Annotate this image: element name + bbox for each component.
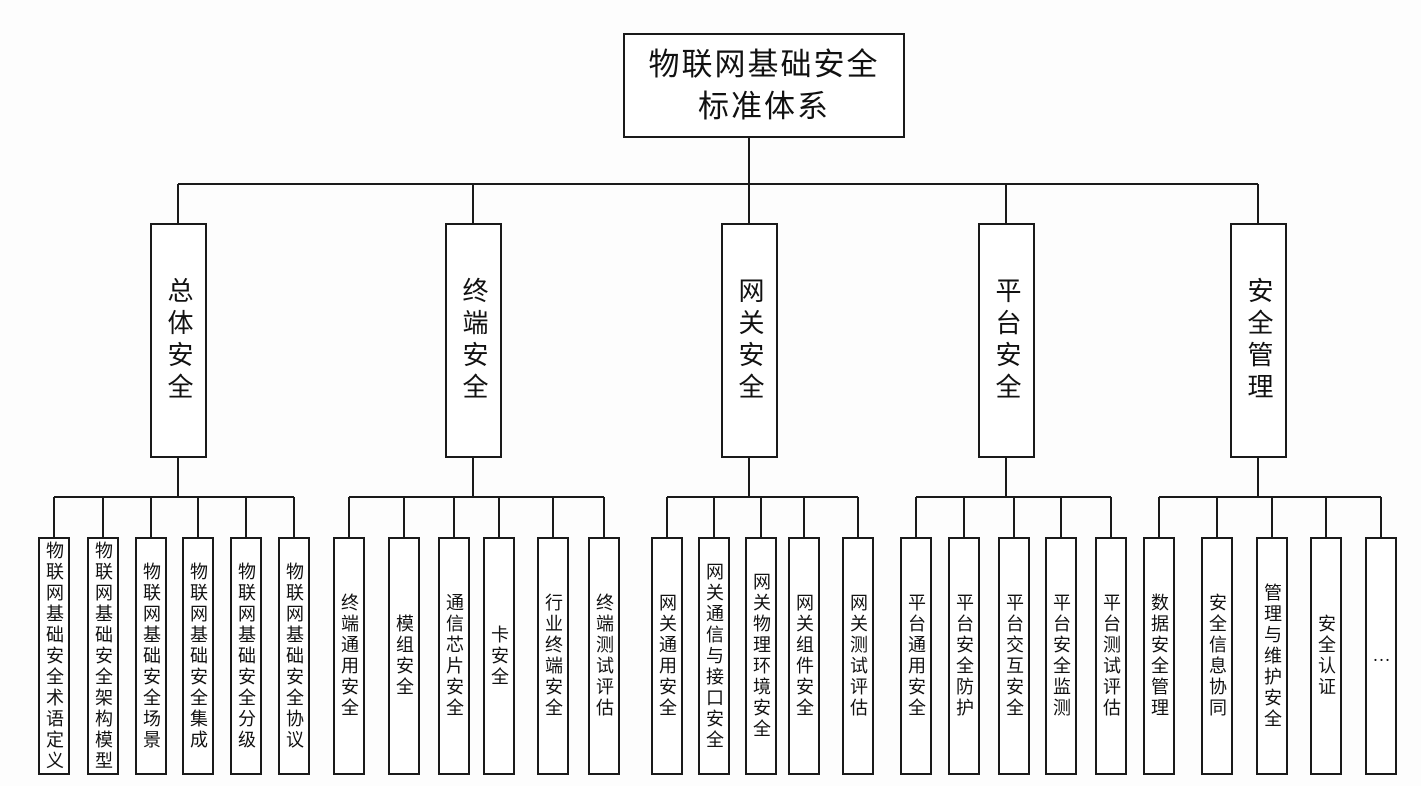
child-box: 管理与维护安全 [1256,537,1288,775]
child-box: 通信芯片安全 [438,537,470,775]
child-label: 卡安全 [489,624,509,688]
root-title-line1: 物联网基础安全 [648,46,880,82]
child-box: 终端测试评估 [588,537,620,775]
child-box: 物联网基础安全术语定义 [38,537,70,775]
branch1-children-connector [53,458,295,537]
child-box: 模组安全 [388,537,420,775]
child-box: 网关通用安全 [651,537,683,775]
child-label: 平台通用安全 [906,593,926,719]
branch-label: 终端安全 [459,276,488,405]
child-label: 安全认证 [1316,614,1336,698]
child-box: 网关测试评估 [842,537,874,775]
child-box: 平台安全监测 [1045,537,1077,775]
child-label: 平台交互安全 [1004,593,1024,719]
child-label: 终端通用安全 [339,593,359,719]
child-box: 物联网基础安全场景 [135,537,167,775]
child-label: 网关物理环境安全 [751,572,771,740]
child-label: 安全信息协同 [1207,593,1227,719]
child-box: 安全认证 [1310,537,1342,775]
child-box: 网关组件安全 [788,537,820,775]
child-label: 物联网基础安全场景 [141,561,161,751]
root-title-line2: 标准体系 [698,88,830,124]
branch-box-gateway-security: 网关安全 [721,223,778,458]
child-box: 平台测试评估 [1095,537,1127,775]
root-to-branches-connector [177,138,1259,223]
branch2-children-connector [348,458,605,537]
child-label: 网关通信与接口安全 [704,561,724,751]
branch-box-terminal-security: 终端安全 [445,223,502,458]
child-box: 数据安全管理 [1143,537,1175,775]
child-box: 物联网基础安全分级 [230,537,262,775]
child-box: 网关通信与接口安全 [698,537,730,775]
child-box: 卡安全 [483,537,515,775]
child-box: 物联网基础安全集成 [182,537,214,775]
child-box-ellipsis: … [1365,537,1397,775]
child-label: 终端测试评估 [594,593,614,719]
child-box: 行业终端安全 [537,537,569,775]
branch-box-security-management: 安全管理 [1230,223,1287,458]
branch-label: 安全管理 [1244,276,1273,405]
child-label: 平台安全监测 [1051,593,1071,719]
branch5-children-connector [1158,458,1382,537]
child-box: 物联网基础安全架构模型 [87,537,119,775]
child-label: 管理与维护安全 [1262,582,1282,730]
child-label: 物联网基础安全集成 [188,561,208,751]
child-label: 网关组件安全 [794,593,814,719]
child-label: 数据安全管理 [1149,593,1169,719]
child-box: 网关物理环境安全 [745,537,777,775]
ellipsis-label: … [1371,644,1392,668]
branch-label: 网关安全 [735,276,764,405]
child-label: 物联网基础安全架构模型 [93,540,113,772]
child-label: 物联网基础安全术语定义 [44,540,64,772]
child-box: 终端通用安全 [333,537,365,775]
child-box: 物联网基础安全协议 [278,537,310,775]
child-label: 行业终端安全 [543,593,563,719]
child-box: 平台安全防护 [948,537,980,775]
branch-box-platform-security: 平台安全 [978,223,1035,458]
child-label: 平台测试评估 [1101,593,1121,719]
branch4-children-connector [915,458,1112,537]
child-box: 安全信息协同 [1201,537,1233,775]
child-label: 通信芯片安全 [444,593,464,719]
child-label: 物联网基础安全分级 [236,561,256,751]
branch-label: 总体安全 [164,276,193,405]
child-box: 平台交互安全 [998,537,1030,775]
root-box: 物联网基础安全 标准体系 [623,33,905,138]
child-label: 网关测试评估 [848,593,868,719]
child-label: 平台安全防护 [954,593,974,719]
child-box: 平台通用安全 [900,537,932,775]
child-label: 物联网基础安全协议 [284,561,304,751]
child-label: 网关通用安全 [657,593,677,719]
branch3-children-connector [666,458,859,537]
child-label: 模组安全 [394,614,414,698]
branch-box-overall-security: 总体安全 [150,223,207,458]
branch-label: 平台安全 [992,276,1021,405]
